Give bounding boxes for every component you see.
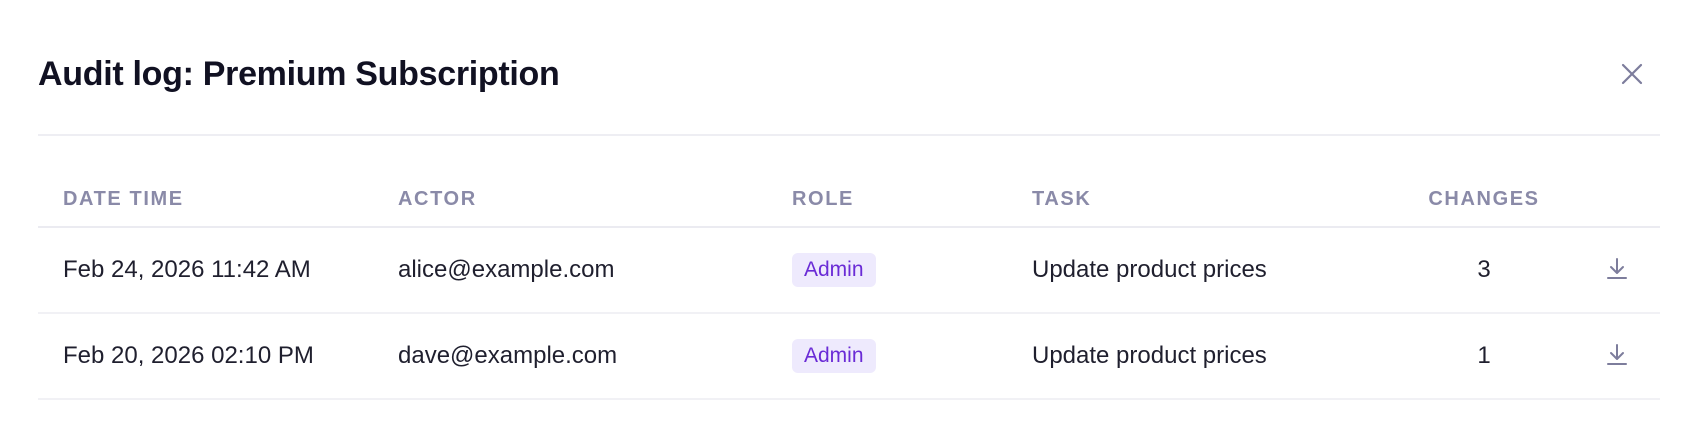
cell-actor: alice@example.com (398, 256, 615, 283)
role-badge: Admin (792, 253, 876, 287)
cell-changes: 1 (1477, 342, 1491, 369)
cell-actor: dave@example.com (398, 342, 618, 369)
cell-role: Admin (792, 228, 876, 312)
close-button[interactable] (1616, 59, 1648, 91)
download-icon (1606, 257, 1628, 284)
cell-date-time: Feb 20, 2026 02:10 PM (63, 342, 314, 369)
modal-header: Audit log: Premium Subscription (38, 0, 1660, 136)
cell-task: Update product prices (1032, 256, 1267, 283)
download-button[interactable] (1601, 254, 1633, 286)
audit-log-table: Date Time Actor Role Task Changes Feb 24… (38, 176, 1660, 400)
table-row: Feb 20, 2026 02:10 PM dave@example.com A… (38, 314, 1660, 400)
table-header: Date Time Actor Role Task Changes (38, 176, 1660, 228)
role-badge: Admin (792, 339, 876, 373)
cell-role: Admin (792, 314, 876, 398)
cell-changes: 3 (1477, 256, 1491, 283)
download-button[interactable] (1601, 340, 1633, 372)
table-row: Feb 24, 2026 11:42 AM alice@example.com … (38, 228, 1660, 314)
download-icon (1606, 343, 1628, 370)
cell-action (1597, 228, 1637, 312)
column-header-changes: Changes (1428, 188, 1540, 210)
close-icon (1621, 63, 1643, 88)
column-header-role: Role (792, 188, 854, 210)
cell-action (1597, 314, 1637, 398)
modal-title: Audit log: Premium Subscription (38, 55, 560, 93)
cell-task: Update product prices (1032, 342, 1267, 369)
column-header-task: Task (1032, 188, 1092, 210)
cell-date-time: Feb 24, 2026 11:42 AM (63, 256, 311, 283)
column-header-actor: Actor (398, 188, 477, 210)
column-header-date-time: Date Time (63, 188, 184, 210)
